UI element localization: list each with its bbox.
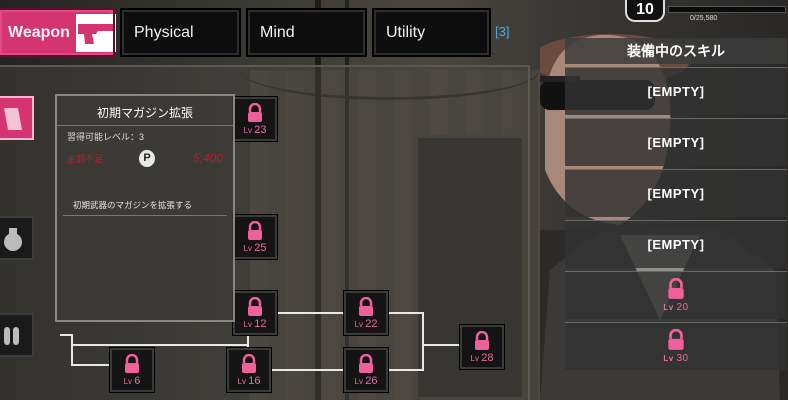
skill-node-locked[interactable]: Lv 26 <box>343 347 389 393</box>
lock-icon <box>668 329 684 350</box>
magazine-icon <box>4 108 22 130</box>
lock-icon <box>359 353 373 373</box>
cost-value: 5,400 <box>192 151 223 165</box>
category-node-magazine[interactable] <box>0 96 34 140</box>
slot-level: Lv 30 <box>663 353 689 364</box>
background-pipe <box>345 0 349 400</box>
skill-node-locked[interactable]: Lv 12 <box>232 290 278 336</box>
node-level: Lv 6 <box>123 374 141 387</box>
lock-icon <box>359 296 373 316</box>
equip-slot-empty[interactable]: [EMPTY] <box>565 220 787 268</box>
background-wires <box>240 40 540 100</box>
tab-physical[interactable]: Physical <box>120 8 241 57</box>
skill-tree-connectors <box>60 312 460 371</box>
tab-weapon[interactable]: Weapon <box>0 8 116 57</box>
tooltip-description: 初期武器のマガジンを拡張する <box>63 169 227 216</box>
equipped-skills-panel: 装備中のスキル [EMPTY] [EMPTY] [EMPTY] [EMPTY] … <box>565 38 787 400</box>
tooltip-required-level: 習得可能レベル：3 <box>67 132 145 142</box>
tooltip-cost-row: 金額不足 P 5,400 <box>57 147 233 169</box>
currency-icon: P <box>139 149 155 167</box>
node-level: Lv 25 <box>243 241 267 254</box>
player-level: 10 <box>625 0 665 22</box>
tab-utility[interactable]: Utility <box>372 8 491 57</box>
tab-count: [3] <box>495 24 510 39</box>
equip-slot-empty[interactable]: [EMPTY] <box>565 169 787 217</box>
node-level: Lv 12 <box>243 317 267 330</box>
node-level: Lv 28 <box>470 351 494 364</box>
skill-node-locked[interactable]: Lv 25 <box>232 214 278 260</box>
skill-node-locked[interactable]: Lv 23 <box>232 96 278 142</box>
equip-slot-locked[interactable]: Lv 20 <box>565 271 787 319</box>
node-level: Lv 26 <box>354 374 378 387</box>
lock-icon <box>248 296 262 316</box>
tab-label: Weapon <box>8 23 70 41</box>
lock-icon <box>125 353 139 373</box>
tab-label: Physical <box>134 23 194 41</box>
equipped-skills-header: 装備中のスキル <box>565 38 787 64</box>
grenade-icon <box>4 228 22 251</box>
lock-icon <box>248 220 262 240</box>
node-level: Lv 23 <box>243 123 267 136</box>
node-level: Lv 22 <box>354 317 378 330</box>
xp-bar <box>668 6 786 13</box>
lock-icon <box>475 330 489 350</box>
skill-node-locked[interactable]: Lv 6 <box>109 347 155 393</box>
bullets-icon <box>4 327 19 345</box>
category-node-ammo[interactable] <box>0 313 34 357</box>
background-pipe <box>315 0 321 400</box>
equip-slot-empty[interactable]: [EMPTY] <box>565 118 787 166</box>
tooltip-title: 初期マガジン拡張 <box>57 96 233 126</box>
lock-icon <box>248 102 262 122</box>
tab-label: Utility <box>386 23 426 41</box>
skill-tooltip: 初期マガジン拡張 習得可能レベル：3 金額不足 P 5,400 初期武器のマガジ… <box>55 94 235 322</box>
skill-node-locked[interactable]: Lv 16 <box>226 347 272 393</box>
skill-node-locked[interactable]: Lv 22 <box>343 290 389 336</box>
pistol-icon <box>75 13 116 52</box>
equip-slot-empty[interactable]: [EMPTY] <box>565 67 787 115</box>
tab-mind[interactable]: Mind <box>246 8 367 57</box>
xp-text: 0/25,580 <box>690 15 718 22</box>
node-level: Lv 16 <box>237 374 261 387</box>
category-node-grenade[interactable] <box>0 216 34 260</box>
equip-slot-locked[interactable]: Lv 30 <box>565 322 787 370</box>
insufficient-funds-label: 金額不足 <box>67 153 104 164</box>
skill-node-locked[interactable]: Lv 28 <box>459 324 505 370</box>
slot-level: Lv 20 <box>663 302 689 313</box>
lock-icon <box>242 353 256 373</box>
tab-label: Mind <box>260 23 295 41</box>
lock-icon <box>668 278 684 299</box>
